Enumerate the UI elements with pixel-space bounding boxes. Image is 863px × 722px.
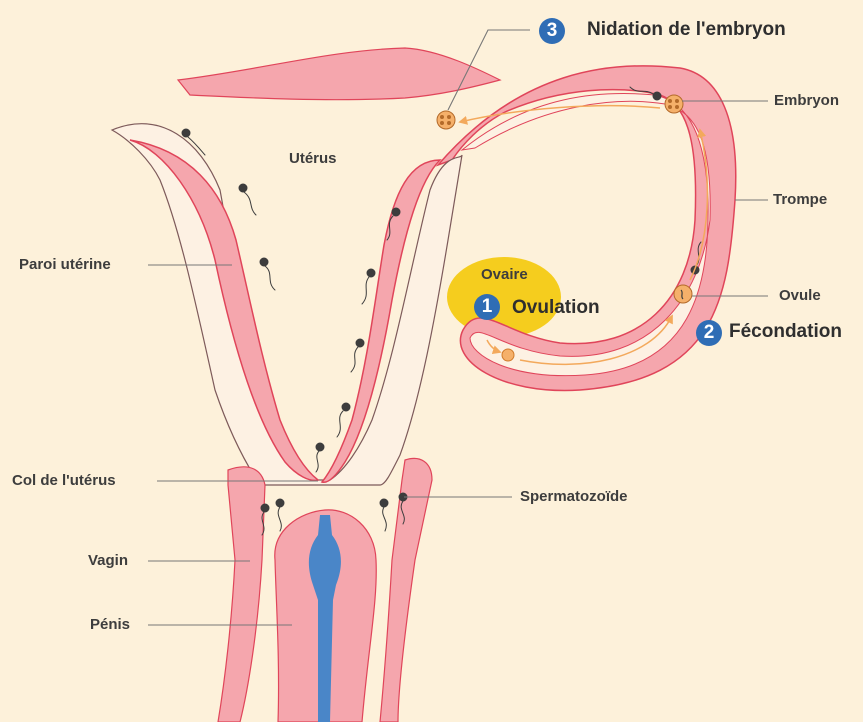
step-2-badge: 2 bbox=[696, 320, 722, 346]
uterus-fundus bbox=[178, 48, 500, 100]
sperm-icon bbox=[380, 499, 388, 531]
label-ovary: Ovaire bbox=[481, 266, 528, 283]
label-embryo: Embryon bbox=[774, 92, 839, 109]
fertilized-ovum-icon bbox=[674, 285, 692, 303]
label-vagina: Vagin bbox=[88, 552, 128, 569]
fallopian-tube bbox=[438, 66, 736, 391]
label-cervix: Col de l'utérus bbox=[12, 472, 116, 489]
embryo-icon bbox=[437, 111, 455, 129]
sperm-icon bbox=[276, 499, 284, 531]
penis bbox=[275, 510, 376, 722]
label-penis: Pénis bbox=[90, 616, 130, 633]
step-1-label: Ovulation bbox=[512, 297, 600, 319]
step-3-badge: 3 bbox=[539, 18, 565, 44]
step-1-badge: 1 bbox=[474, 294, 500, 320]
sperm-icon bbox=[260, 258, 275, 290]
label-ovum: Ovule bbox=[779, 287, 821, 304]
label-uterus: Utérus bbox=[289, 150, 337, 167]
label-uterine-wall: Paroi utérine bbox=[19, 256, 111, 273]
embryo-icon bbox=[665, 95, 683, 113]
sperm-icon bbox=[362, 269, 375, 304]
sperm-icon bbox=[351, 339, 364, 372]
step-2-label: Fécondation bbox=[729, 321, 842, 343]
sperm-icon bbox=[239, 184, 256, 215]
sperm-icon bbox=[316, 443, 324, 472]
label-sperm: Spermatozoïde bbox=[520, 488, 628, 505]
label-tube: Trompe bbox=[773, 191, 827, 208]
ovum-icon bbox=[502, 349, 514, 361]
step-3-label: Nidation de l'embryon bbox=[587, 19, 786, 41]
